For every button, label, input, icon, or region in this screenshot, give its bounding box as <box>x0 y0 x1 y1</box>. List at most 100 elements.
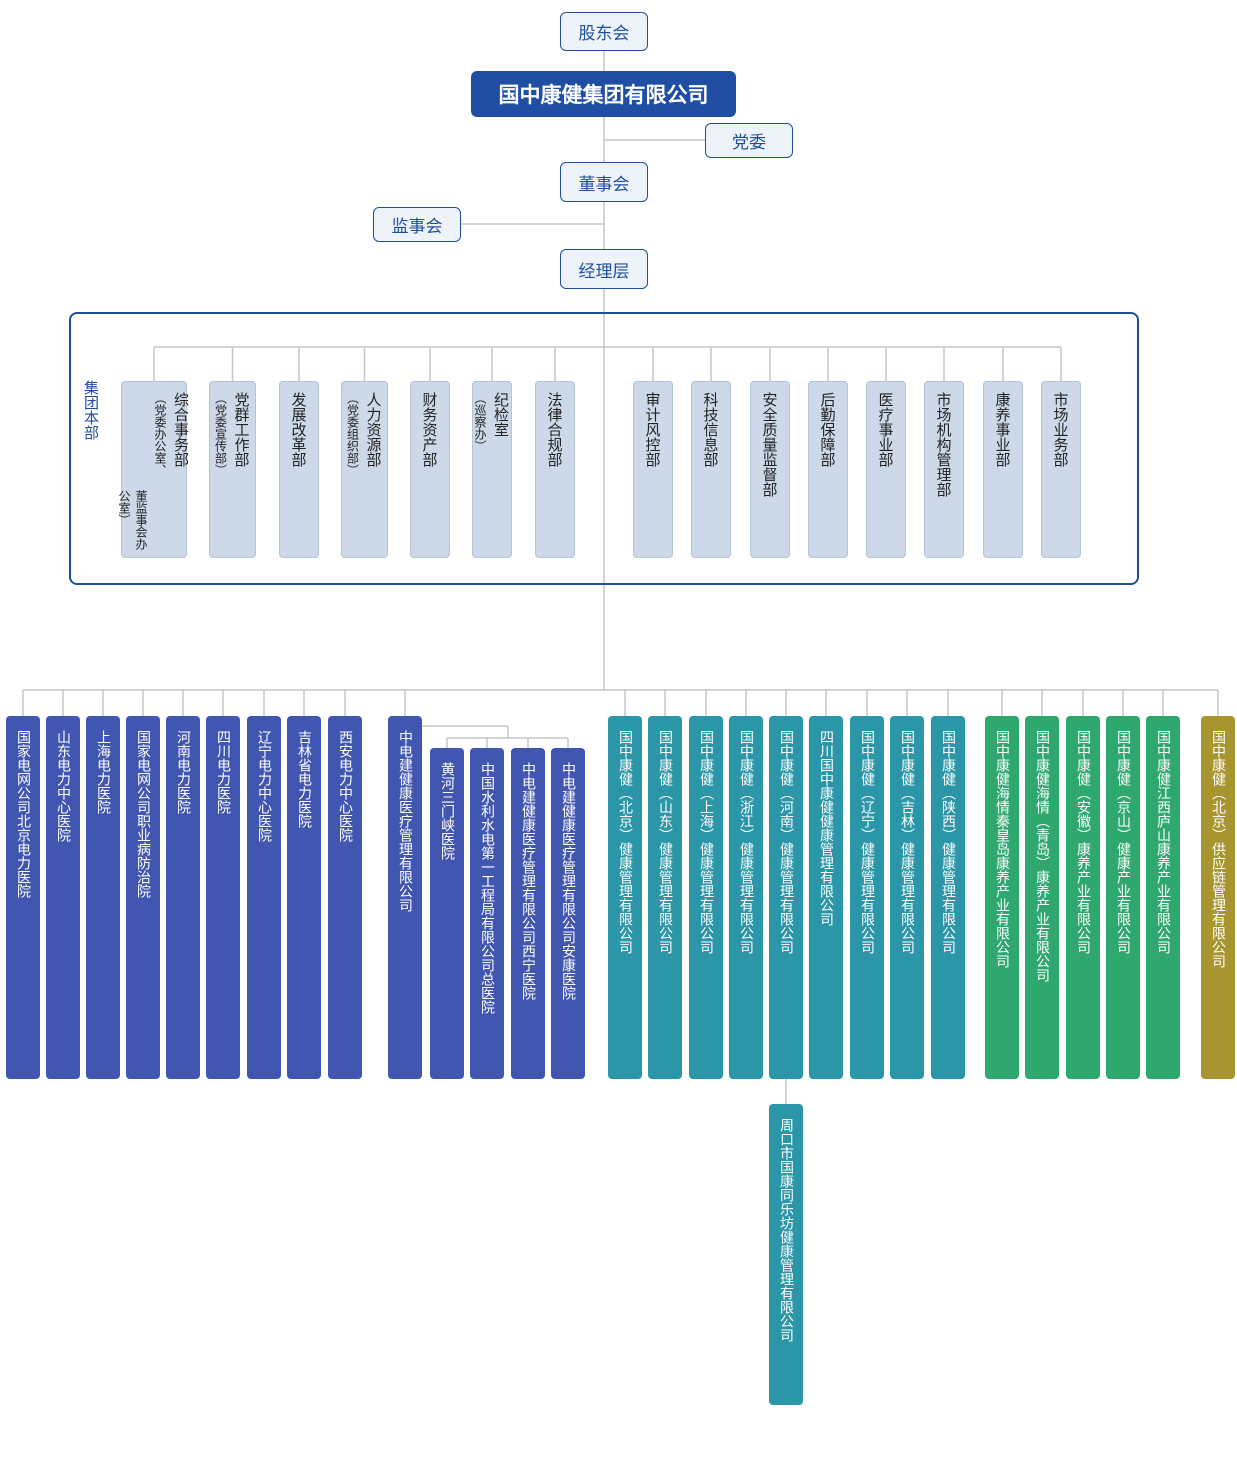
health-mgmt-box[interactable]: 国中康健（辽宁）健康管理有限公司 <box>850 716 884 1079</box>
powerchina-child-box-label: 中电建健康医疗管理有限公司安康医院 <box>560 762 576 1000</box>
hospital-box-label: 国家电网公司职业病防治院 <box>135 730 151 898</box>
supervisory-board-box[interactable]: 监事会 <box>373 207 461 242</box>
hospital-box-label: 上海电力医院 <box>95 730 111 814</box>
department-name: 市场机构管理部 <box>934 392 953 497</box>
powerchina-child-box[interactable]: 中电建健康医疗管理有限公司西宁医院 <box>511 748 545 1079</box>
department-box[interactable]: 发展改革部 <box>279 381 319 558</box>
hospital-box-label: 辽宁电力中心医院 <box>256 730 272 842</box>
department-alias: （党委办公室、 <box>153 392 167 476</box>
powerchina-child-box[interactable]: 中电建健康医疗管理有限公司安康医院 <box>551 748 585 1079</box>
group-name-box[interactable]: 国中康健集团有限公司 <box>471 71 736 117</box>
health-mgmt-box[interactable]: 国中康健（吉林）健康管理有限公司 <box>890 716 924 1079</box>
department-name: 党群工作部 <box>232 392 251 467</box>
hospital-box-label: 国家电网公司北京电力医院 <box>15 730 31 898</box>
health-mgmt-box-label: 国中康健（吉林）健康管理有限公司 <box>899 730 915 954</box>
department-alias-continued: 董监事会办公室） <box>117 490 148 550</box>
elder-care-box-label: 国中康健海情（青岛）康养产业有限公司 <box>1034 730 1050 982</box>
hospital-box[interactable]: 吉林省电力医院 <box>287 716 321 1079</box>
hospital-box[interactable]: 辽宁电力中心医院 <box>247 716 281 1079</box>
health-mgmt-box[interactable]: 四川国中康健健康管理有限公司 <box>809 716 843 1079</box>
department-name: 综合事务部 <box>172 392 190 467</box>
hospital-box[interactable]: 国家电网公司职业病防治院 <box>126 716 160 1079</box>
department-box[interactable]: 医疗事业部 <box>866 381 906 558</box>
elder-care-box[interactable]: 国中康健海情（青岛）康养产业有限公司 <box>1025 716 1059 1079</box>
department-box[interactable]: 康养事业部 <box>983 381 1023 558</box>
hospital-box-label: 山东电力中心医院 <box>55 730 71 842</box>
department-name: 科技信息部 <box>701 392 720 467</box>
department-name: 审计风控部 <box>643 392 662 467</box>
hospital-box[interactable]: 四川电力医院 <box>206 716 240 1079</box>
powerchina-child-box-label: 中国水利水电第一工程局有限公司总医院 <box>479 762 495 1014</box>
department-box[interactable]: 党群工作部 （党委宣传部） <box>209 381 256 558</box>
elder-care-box[interactable]: 国中康健江西庐山康养产业有限公司 <box>1146 716 1180 1079</box>
hospital-box-label: 吉林省电力医院 <box>296 730 312 828</box>
health-mgmt-box-label: 国中康健（辽宁）健康管理有限公司 <box>859 730 875 954</box>
powerchina-child-box[interactable]: 中国水利水电第一工程局有限公司总医院 <box>470 748 504 1079</box>
department-box[interactable]: 审计风控部 <box>633 381 673 558</box>
hospital-box[interactable]: 上海电力医院 <box>86 716 120 1079</box>
health-mgmt-box-label: 国中康健（上海）健康管理有限公司 <box>698 730 714 954</box>
elder-care-box-label: 国中康健（安徽）康养产业有限公司 <box>1075 730 1091 954</box>
health-mgmt-box-label: 国中康健（北京）健康管理有限公司 <box>617 730 633 954</box>
department-box[interactable]: 财务资产部 <box>410 381 450 558</box>
department-name: 安全质量监督部 <box>760 392 779 497</box>
powerchina-parent-box[interactable]: 中电建健康医疗管理有限公司 <box>388 716 422 1079</box>
elder-care-box-label: 国中康健（京山）健康产业有限公司 <box>1115 730 1131 954</box>
health-mgmt-box[interactable]: 国中康健（河南）健康管理有限公司 <box>769 716 803 1079</box>
health-mgmt-box-label: 国中康健（河南）健康管理有限公司 <box>778 730 794 954</box>
department-box[interactable]: 法律合规部 <box>535 381 575 558</box>
powerchina-child-box-label: 中电建健康医疗管理有限公司西宁医院 <box>520 762 536 1000</box>
department-box[interactable]: 市场业务部 <box>1041 381 1081 558</box>
health-mgmt-box[interactable]: 国中康健（浙江）健康管理有限公司 <box>729 716 763 1079</box>
department-name: 法律合规部 <box>545 392 564 467</box>
shareholders-box[interactable]: 股东会 <box>560 12 648 51</box>
health-mgmt-box-label: 四川国中康健健康管理有限公司 <box>818 730 834 926</box>
health-mgmt-box[interactable]: 国中康健（上海）健康管理有限公司 <box>689 716 723 1079</box>
health-mgmt-box-label: 国中康健（浙江）健康管理有限公司 <box>738 730 754 954</box>
headquarters-frame <box>69 312 1139 585</box>
department-name: 人力资源部 <box>364 392 383 467</box>
elder-care-box[interactable]: 国中康健（安徽）康养产业有限公司 <box>1066 716 1100 1079</box>
hospital-box[interactable]: 山东电力中心医院 <box>46 716 80 1079</box>
powerchina-child-box-label: 黄河三门峡医院 <box>439 762 455 860</box>
powerchina-parent-box-label: 中电建健康医疗管理有限公司 <box>397 730 413 912</box>
health-mgmt-box[interactable]: 国中康健（北京）健康管理有限公司 <box>608 716 642 1079</box>
henan-child-box[interactable]: 周口市国康同乐坊健康管理有限公司 <box>769 1104 803 1405</box>
health-mgmt-box[interactable]: 国中康健（山东）健康管理有限公司 <box>648 716 682 1079</box>
management-box[interactable]: 经理层 <box>560 249 648 289</box>
department-box[interactable]: 后勤保障部 <box>808 381 848 558</box>
hospital-box[interactable]: 西安电力中心医院 <box>328 716 362 1079</box>
hospital-box[interactable]: 河南电力医院 <box>166 716 200 1079</box>
health-mgmt-box-label: 国中康健（山东）健康管理有限公司 <box>657 730 673 954</box>
department-box[interactable]: 纪检室 （巡察办） <box>472 381 512 558</box>
supply-chain-box-label: 国中康健（北京）供应链管理有限公司 <box>1210 730 1226 968</box>
health-mgmt-box[interactable]: 国中康健（陕西）健康管理有限公司 <box>931 716 965 1079</box>
hospital-box-label: 西安电力中心医院 <box>337 730 353 842</box>
henan-child-box-label: 周口市国康同乐坊健康管理有限公司 <box>778 1118 794 1342</box>
party-committee-box[interactable]: 党委 <box>705 123 793 158</box>
elder-care-box[interactable]: 国中康健（京山）健康产业有限公司 <box>1106 716 1140 1079</box>
health-mgmt-box-label: 国中康健（陕西）健康管理有限公司 <box>940 730 956 954</box>
department-box[interactable]: 市场机构管理部 <box>924 381 964 558</box>
department-box[interactable]: 科技信息部 <box>691 381 731 558</box>
department-alias: （巡察办） <box>473 392 487 452</box>
elder-care-box[interactable]: 国中康健海情秦皇岛康养产业有限公司 <box>985 716 1019 1079</box>
hospital-box[interactable]: 国家电网公司北京电力医院 <box>6 716 40 1079</box>
headquarters-label: 集团本部 <box>82 380 100 440</box>
board-box[interactable]: 董事会 <box>560 162 648 202</box>
supply-chain-box[interactable]: 国中康健（北京）供应链管理有限公司 <box>1201 716 1235 1079</box>
department-box[interactable]: 安全质量监督部 <box>750 381 790 558</box>
department-alias: （党委宣传部） <box>213 392 228 476</box>
elder-care-box-label: 国中康健海情秦皇岛康养产业有限公司 <box>994 730 1010 968</box>
department-alias: （党委组织部） <box>345 392 360 476</box>
department-name: 康养事业部 <box>993 392 1012 467</box>
department-box[interactable]: 综合事务部 （党委办公室、董监事会办公室） <box>117 381 190 558</box>
powerchina-child-box[interactable]: 黄河三门峡医院 <box>430 748 464 1079</box>
department-box[interactable]: 人力资源部 （党委组织部） <box>341 381 388 558</box>
hospital-box-label: 河南电力医院 <box>175 730 191 814</box>
elder-care-box-label: 国中康健江西庐山康养产业有限公司 <box>1155 730 1171 954</box>
hospital-box-label: 四川电力医院 <box>215 730 231 814</box>
department-name: 市场业务部 <box>1051 392 1070 467</box>
department-name: 纪检室 <box>492 392 510 437</box>
